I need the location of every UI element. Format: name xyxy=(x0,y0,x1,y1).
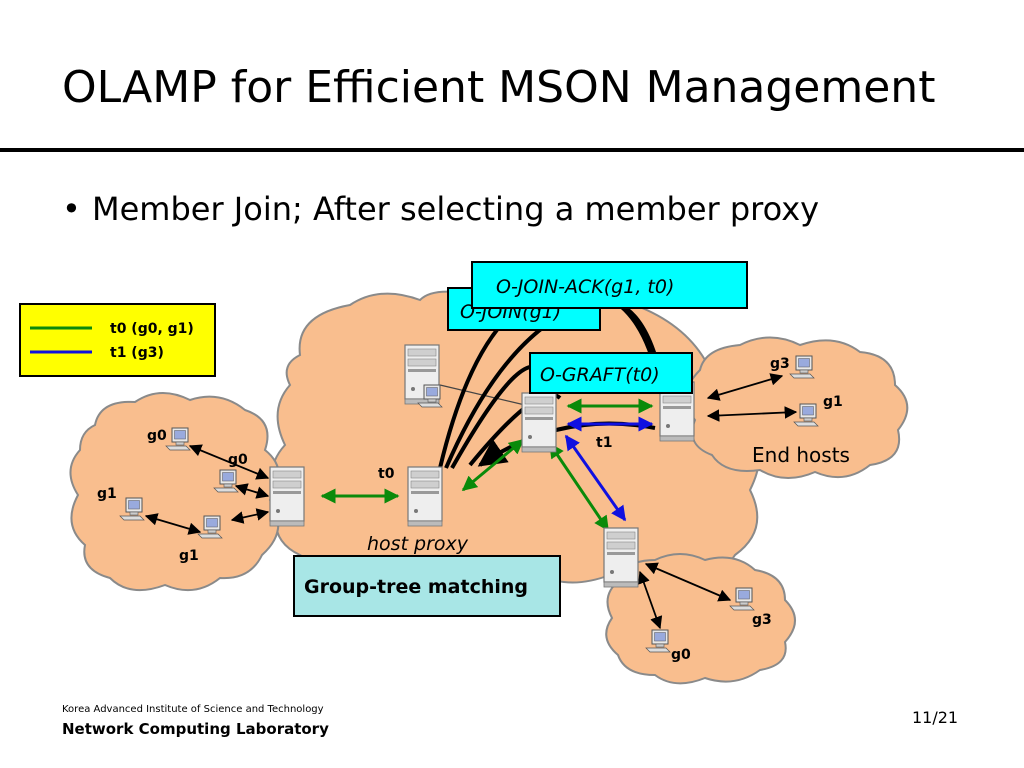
t1-links xyxy=(564,416,654,522)
host-link xyxy=(230,508,270,524)
graft-box: O-GRAFT(t0) xyxy=(529,352,693,394)
cloud-left xyxy=(69,392,280,592)
server-icon xyxy=(521,392,557,453)
green-link xyxy=(461,438,525,492)
host-label: g0 xyxy=(147,428,167,444)
host-label: g1 xyxy=(823,394,843,410)
legend-label: t1 (g3) xyxy=(110,345,164,361)
server-icon xyxy=(603,527,639,588)
bullet-dot: • xyxy=(62,190,81,228)
blue-link xyxy=(564,434,627,522)
footer-organization: Korea Advanced Institute of Science and … xyxy=(62,704,324,715)
host-link xyxy=(188,444,270,480)
slide-title: OLAMP for Efficient MSON Management xyxy=(62,62,936,113)
host-label: g1 xyxy=(97,486,117,502)
host-label: g3 xyxy=(770,356,790,372)
group-tree-label: Group-tree matching xyxy=(304,576,528,598)
host-link xyxy=(644,562,732,602)
footer-lab-name: Network Computing Laboratory xyxy=(62,720,329,738)
host-link xyxy=(706,373,784,401)
host-label: g3 xyxy=(752,612,772,628)
host-label: g1 xyxy=(179,548,199,564)
bullet-item: • Member Join; After selecting a member p… xyxy=(62,190,819,228)
host-label: g0 xyxy=(671,647,691,663)
tree-label-t0: t0 xyxy=(378,466,395,482)
host-links xyxy=(144,373,798,630)
legend-label: t0 (g0, g1) xyxy=(110,321,194,337)
host-label: g0 xyxy=(228,452,248,468)
legend: t0 (g0, g1) t1 (g3) xyxy=(19,303,216,377)
cloud-shape xyxy=(69,392,280,592)
host-link xyxy=(144,513,202,535)
host-link xyxy=(706,406,798,422)
end-hosts-label: End hosts xyxy=(752,443,850,467)
join-ack-box: O-JOIN-ACK(g1, t0) xyxy=(471,261,748,309)
legend-box xyxy=(19,303,216,377)
title-divider xyxy=(0,148,1024,152)
graft-label: O-GRAFT(t0) xyxy=(540,364,660,386)
join-ack-label: O-JOIN-ACK(g1, t0) xyxy=(496,276,674,298)
host-proxy-server-icon xyxy=(407,466,443,527)
host-link xyxy=(234,483,270,499)
group-tree-box: Group-tree matching xyxy=(293,555,561,617)
host-proxy-label: host proxy xyxy=(367,533,469,555)
server-icon xyxy=(269,466,305,527)
tree-label-t1: t1 xyxy=(596,435,612,451)
page-number: 11/21 xyxy=(912,708,959,727)
bullet-text: Member Join; After selecting a member pr… xyxy=(92,190,820,228)
